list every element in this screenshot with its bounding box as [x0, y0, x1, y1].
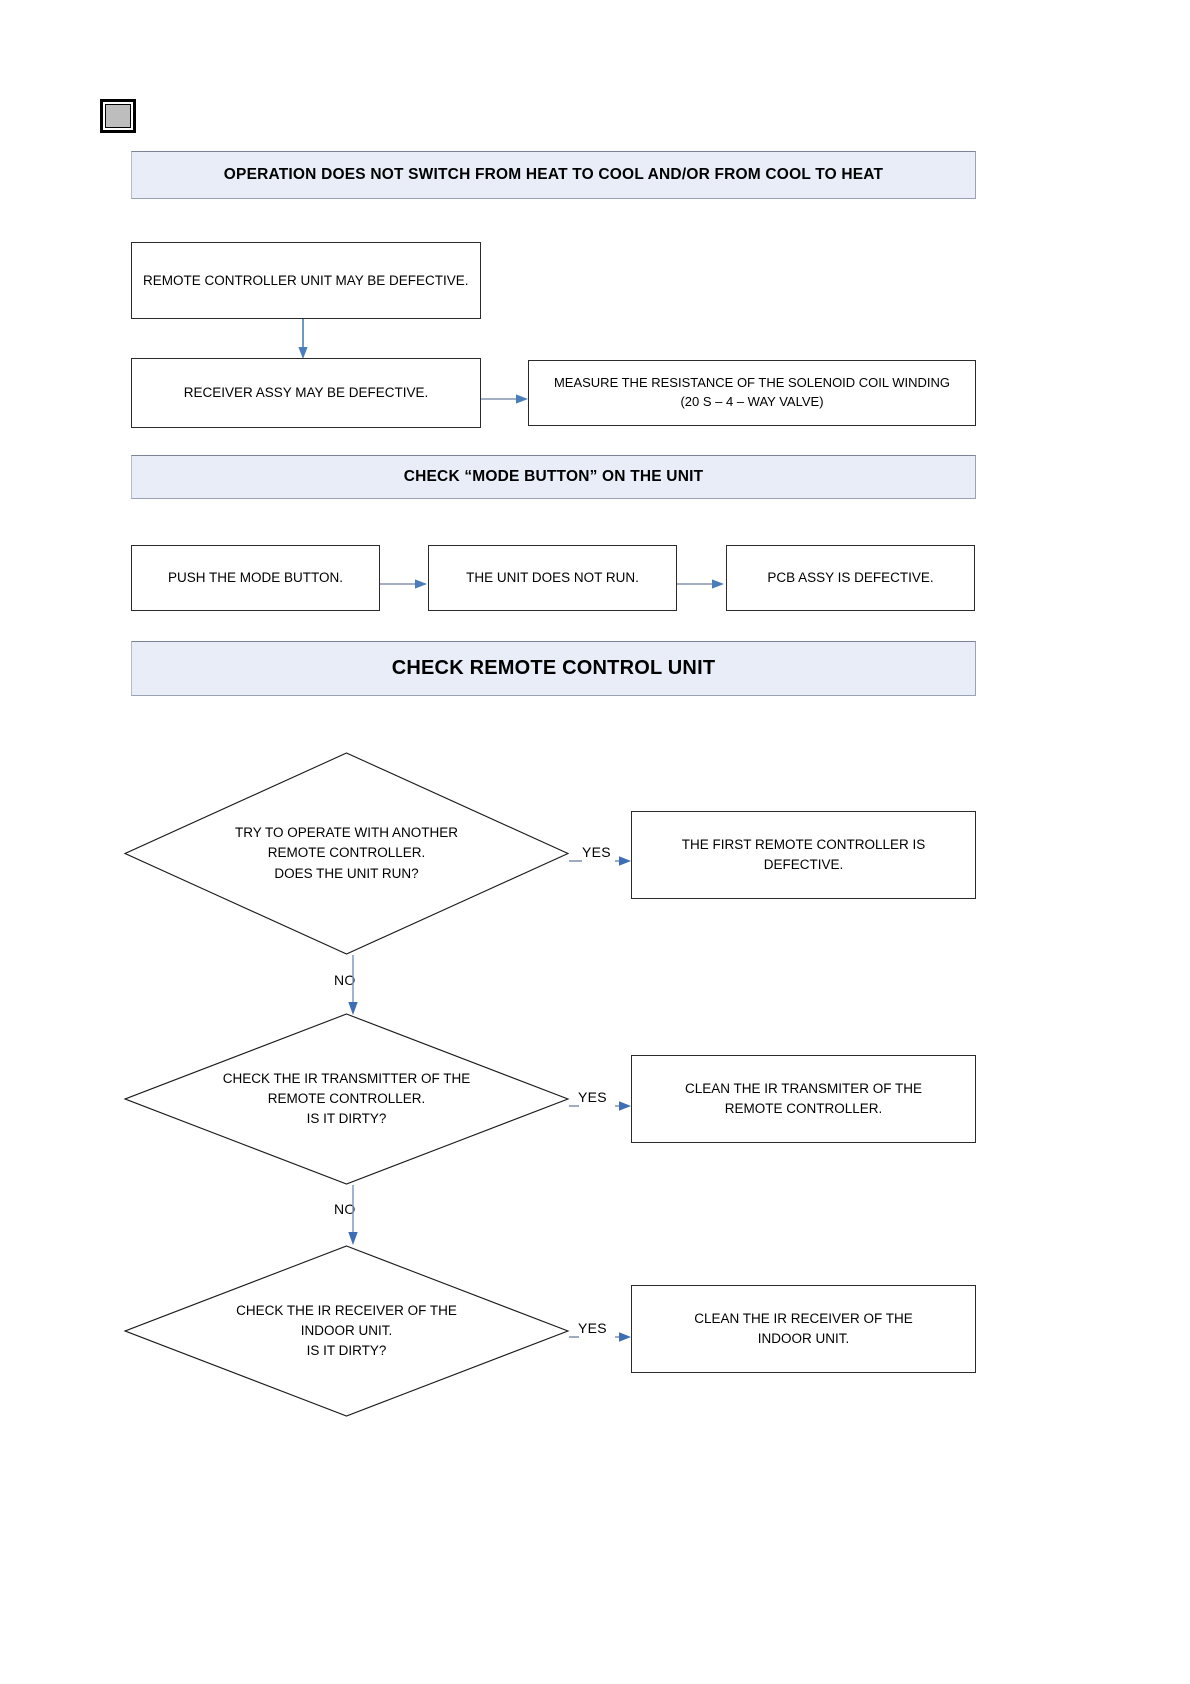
box-clean-ir-receiver-line2: INDOOR UNIT.: [757, 1331, 850, 1346]
banner-check-mode-button-text: CHECK “MODE BUTTON” ON THE UNIT: [403, 468, 704, 485]
box-measure-line2: (20 S – 4 – WAY VALVE): [680, 394, 824, 409]
box-first-remote-defective-line1: THE FIRST REMOTE CONTROLLER IS: [681, 837, 926, 853]
box-first-remote-defective: THE FIRST REMOTE CONTROLLER IS DEFECTIVE…: [631, 811, 976, 899]
box-push-mode-button-text: PUSH THE MODE BUTTON.: [167, 570, 344, 586]
page-marker-icon: [100, 99, 136, 133]
banner-operation-title-text: OPERATION DOES NOT SWITCH FROM HEAT TO C…: [223, 166, 884, 183]
box-first-remote-defective-line2: DEFECTIVE.: [763, 857, 844, 872]
box-receiver-assy-defective-text: RECEIVER ASSY MAY BE DEFECTIVE.: [183, 385, 429, 401]
branch-label-yes-1: YES: [582, 844, 611, 860]
decision-check-ir-transmitter: CHECK THE IR TRANSMITTER OF THE REMOTE C…: [123, 1013, 570, 1185]
connector-push-to-notrun: [380, 577, 430, 591]
connector-no-to-ir-receiver: [346, 1185, 360, 1247]
box-clean-ir-transmitter: CLEAN THE IR TRANSMITER OF THE REMOTE CO…: [631, 1055, 976, 1143]
box-unit-does-not-run-text: THE UNIT DOES NOT RUN.: [466, 570, 639, 586]
connector-yes-first-remote: [569, 854, 635, 868]
branch-label-no-2: NO: [334, 1201, 356, 1217]
box-clean-ir-transmitter-line2: REMOTE CONTROLLER.: [724, 1101, 883, 1116]
box-measure-solenoid-resistance: MEASURE THE RESISTANCE OF THE SOLENOID C…: [528, 360, 976, 426]
banner-check-remote-control-unit: CHECK REMOTE CONTROL UNIT: [131, 641, 976, 696]
branch-label-no-1: NO: [334, 972, 356, 988]
banner-operation-title: OPERATION DOES NOT SWITCH FROM HEAT TO C…: [131, 151, 976, 199]
box-push-mode-button: PUSH THE MODE BUTTON.: [131, 545, 380, 611]
decision-check-ir-receiver: CHECK THE IR RECEIVER OF THE INDOOR UNIT…: [123, 1245, 570, 1417]
page-marker-icon-inner: [103, 102, 133, 130]
box-receiver-assy-defective: RECEIVER ASSY MAY BE DEFECTIVE.: [131, 358, 481, 428]
connector-yes-clean-receiver: [569, 1330, 635, 1344]
box-clean-ir-receiver: CLEAN THE IR RECEIVER OF THE INDOOR UNIT…: [631, 1285, 976, 1373]
connector-yes-clean-transmitter: [569, 1099, 635, 1113]
decision-try-another-remote: TRY TO OPERATE WITH ANOTHER REMOTE CONTR…: [123, 752, 570, 955]
connector-no-to-ir-transmitter: [346, 955, 360, 1017]
box-remote-controller-defective: REMOTE CONTROLLER UNIT MAY BE DEFECTIVE.: [131, 242, 481, 319]
connector-notrun-to-pcb: [677, 577, 727, 591]
box-pcb-assy-defective: PCB ASSY IS DEFECTIVE.: [726, 545, 975, 611]
page-marker-icon-core: [105, 104, 131, 128]
box-clean-ir-transmitter-line1: CLEAN THE IR TRANSMITER OF THE: [684, 1081, 923, 1097]
branch-label-yes-2: YES: [578, 1089, 607, 1105]
box-unit-does-not-run: THE UNIT DOES NOT RUN.: [428, 545, 677, 611]
box-pcb-assy-defective-text: PCB ASSY IS DEFECTIVE.: [767, 570, 934, 586]
box-remote-controller-defective-text: REMOTE CONTROLLER UNIT MAY BE DEFECTIVE.: [143, 272, 469, 288]
branch-label-yes-3: YES: [578, 1320, 607, 1336]
connector-receiver-to-measure: [481, 392, 531, 406]
banner-check-remote-control-unit-text: CHECK REMOTE CONTROL UNIT: [391, 657, 716, 679]
banner-check-mode-button: CHECK “MODE BUTTON” ON THE UNIT: [131, 455, 976, 499]
box-clean-ir-receiver-line1: CLEAN THE IR RECEIVER OF THE: [694, 1311, 913, 1327]
connector-remote-to-receiver: [296, 319, 310, 361]
box-measure-line1: MEASURE THE RESISTANCE OF THE SOLENOID C…: [553, 375, 951, 391]
